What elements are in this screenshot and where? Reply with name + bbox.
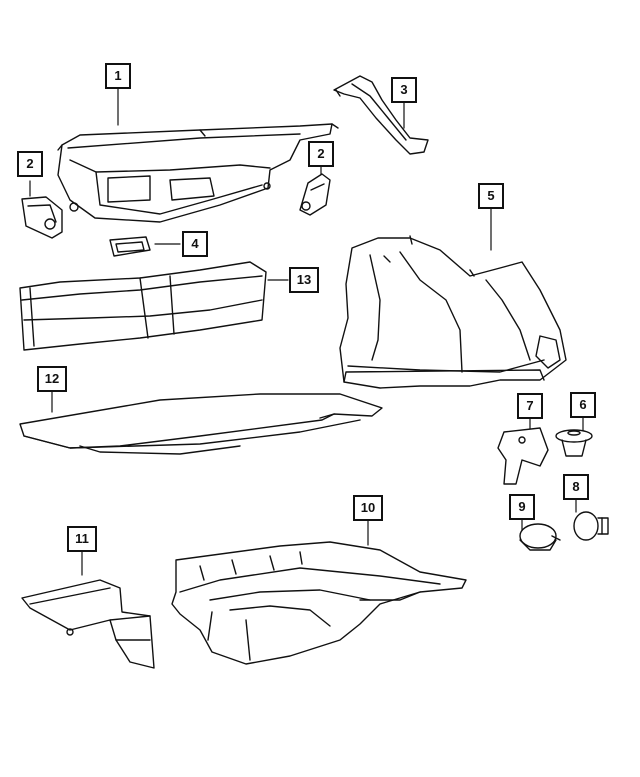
part-4-handle: [109, 236, 151, 257]
part-6-push-pin: [555, 429, 593, 457]
callout-part-2-right: 2: [308, 141, 334, 167]
part-9-cap: [519, 523, 561, 551]
part-11-side-panel: [21, 579, 155, 669]
part-10-floor-tub: [171, 541, 467, 665]
part-3-trim-strip: [333, 75, 429, 155]
callout-part-8: 8: [563, 474, 589, 500]
callout-part-9: 9: [509, 494, 535, 520]
callout-part-12: 12: [37, 366, 67, 392]
callout-part-11: 11: [67, 526, 97, 552]
callout-part-2-left: 2: [17, 151, 43, 177]
callout-part-7: 7: [517, 393, 543, 419]
callout-part-1: 1: [105, 63, 131, 89]
part-1-rear-shelf: [57, 123, 339, 223]
callout-part-10: 10: [353, 495, 383, 521]
part-5-quarter-trim: [339, 235, 567, 389]
part-13-liner-panel: [19, 261, 267, 351]
part-12-load-floor: [19, 393, 383, 455]
leader-lines: [29, 88, 584, 576]
callout-part-5: 5: [478, 183, 504, 209]
part-7-bracket: [497, 427, 549, 485]
callout-part-3: 3: [391, 77, 417, 103]
callout-part-13: 13: [289, 267, 319, 293]
part-2-right-cover: [299, 173, 331, 216]
part-8-fastener: [573, 511, 609, 541]
callout-part-6: 6: [570, 392, 596, 418]
part-2-left-cover: [21, 196, 63, 239]
callout-part-4: 4: [182, 231, 208, 257]
